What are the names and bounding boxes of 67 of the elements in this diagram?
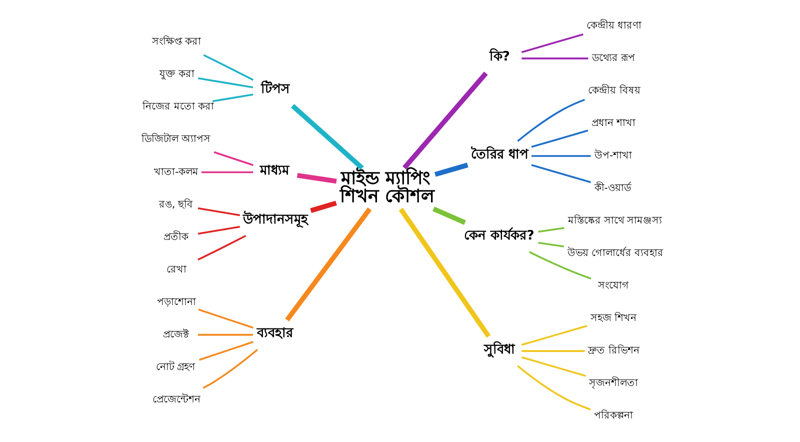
connector — [198, 308, 254, 329]
connector — [310, 200, 337, 213]
node-text: সহজ শিখন — [590, 313, 637, 324]
connector — [198, 234, 246, 260]
node-text: ডথ্যের রূপ — [592, 52, 635, 64]
node-text: কি? — [489, 50, 510, 65]
node-text: সংযোগ — [598, 280, 629, 292]
connector — [432, 206, 466, 225]
connector — [214, 151, 254, 166]
node-text: উপাদানসমূহ — [243, 212, 308, 228]
node-text: নিজের মতো করা — [142, 102, 214, 113]
connector — [398, 208, 491, 338]
node-text: সংক্ষিপ্ত করা — [152, 36, 202, 48]
node-text: নোট গ্রহণ — [156, 362, 196, 373]
connector — [290, 104, 364, 170]
node-text: টিপস — [260, 82, 290, 98]
connector — [521, 33, 584, 54]
node-text: তৈরির ধাপ — [471, 147, 529, 162]
node-text: মাইন্ড ম্যাপিং শিখন কৌশল — [340, 168, 434, 207]
connector — [517, 98, 586, 142]
node-text: পরিকল্পনা — [594, 410, 633, 422]
connector — [203, 54, 254, 81]
node-text: কেন্দ্রীয় ধারণা — [586, 20, 642, 32]
node-text: ডিজিটাল অ্যাপস — [142, 134, 211, 146]
connector — [521, 325, 588, 346]
node-text: প্রেজেন্টেশন — [152, 394, 200, 406]
connector — [201, 171, 254, 174]
node-text: প্রধান শাখা — [591, 118, 636, 129]
connector — [285, 208, 372, 322]
connector — [198, 334, 253, 336]
connector — [198, 207, 240, 216]
connector — [296, 172, 337, 184]
node-text: দ্রুত রিভিশন — [588, 346, 640, 357]
node-text: যুক্ত করা — [159, 69, 194, 80]
node-text: কেন্দ্রীয় বিষয় — [588, 85, 640, 96]
connector — [198, 341, 254, 361]
node-text: প্রতীক — [163, 232, 188, 243]
node-text: রঙ, ছবি — [158, 199, 194, 210]
connector — [521, 356, 586, 377]
node-text: খাতা-কলম — [154, 166, 199, 178]
node-text: পড়াশোনা — [156, 296, 196, 308]
connector — [402, 72, 488, 170]
node-text: রেখা — [166, 264, 186, 276]
connector — [531, 164, 591, 184]
connector — [531, 130, 588, 148]
connector — [538, 242, 564, 248]
node-text: উপ-শাখা — [594, 150, 632, 162]
node-text: মস্তিষ্কের সাথে সামঞ্জস্য — [568, 216, 662, 227]
connector — [522, 350, 585, 352]
node-text: সৃজনশীলতা — [588, 378, 638, 390]
node-text: কী-ওয়ার্ড — [594, 183, 631, 194]
connector — [198, 77, 254, 88]
connector — [532, 155, 591, 157]
node-text: সুবিধা — [484, 342, 516, 358]
node-text: কেন কার্যকর? — [464, 228, 534, 244]
connector — [517, 365, 591, 410]
node-text: ব্যবহার — [256, 326, 293, 342]
connector — [198, 226, 240, 235]
connector — [538, 227, 564, 233]
node-text: মাধ্যম — [260, 164, 290, 179]
node-text: উভয় গোলার্ধের ব্যবহার — [567, 248, 664, 260]
connector — [434, 162, 468, 177]
connector — [202, 348, 258, 389]
node-text: প্রজেক্ট — [163, 329, 190, 340]
connector — [528, 251, 592, 280]
connector — [522, 58, 588, 60]
connector — [212, 94, 254, 102]
